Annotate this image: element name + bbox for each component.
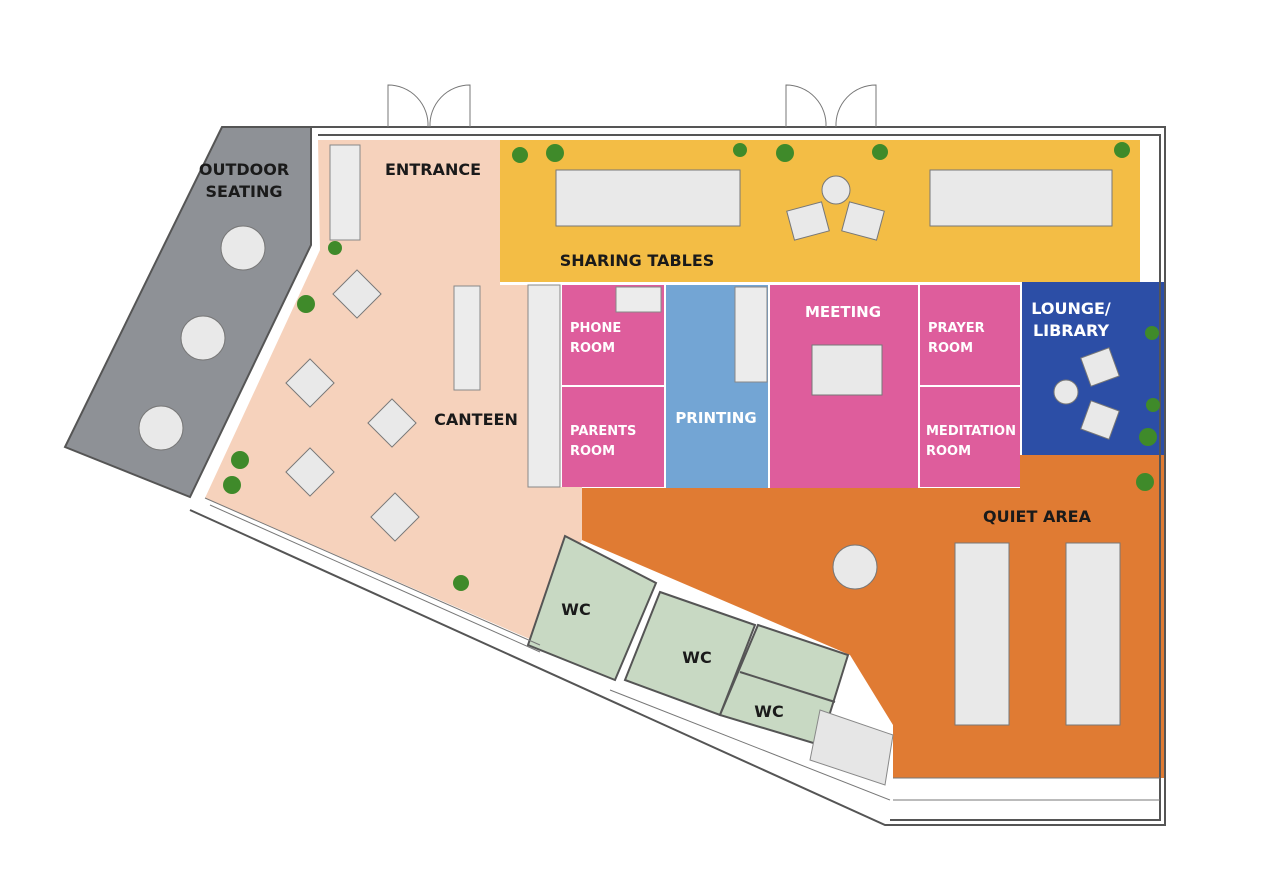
lounge-library-label-line2: LIBRARY [1033, 321, 1109, 340]
quiet-area-zone [582, 455, 1165, 778]
outdoor-seating-label-line2: SEATING [206, 182, 283, 201]
phone-room-label-line2: ROOM [570, 341, 615, 356]
outdoor-seating-zone [63, 126, 312, 499]
quiet-area-label: QUIET AREA [983, 507, 1092, 526]
prayer-room-zone [920, 285, 1020, 385]
parents-room-label-line1: PARENTS [570, 424, 636, 439]
printing-label: PRINTING [675, 409, 756, 427]
phone-room-label-line1: PHONE [570, 321, 621, 336]
canteen-zone [205, 140, 582, 640]
canteen-label: CANTEEN [434, 410, 518, 429]
sharing-tables-label: SHARING TABLES [560, 251, 715, 270]
prayer-room-label-line2: ROOM [928, 341, 973, 356]
meditation-room-label-line2: ROOM [926, 444, 971, 459]
canteen-furniture [138, 225, 420, 542]
meeting-label: MEETING [805, 303, 881, 321]
quiet-area-furniture [832, 542, 1121, 726]
sharing-tables-furniture [555, 169, 1113, 241]
wc-label-1: WC [561, 600, 590, 619]
parents-room-label-line2: ROOM [570, 444, 615, 459]
prayer-room-label-line1: PRAYER [928, 321, 985, 336]
meditation-room-label-line1: MEDITATION [926, 424, 1016, 439]
wc-zone-1 [526, 534, 658, 682]
entrance-label: ENTRANCE [385, 160, 481, 179]
lounge-library-label-line1: LOUNGE/ [1031, 299, 1111, 318]
outdoor-seating-label-line1: OUTDOOR [199, 160, 289, 179]
wc-label-3: WC [754, 702, 783, 721]
plants [223, 142, 1160, 591]
meditation-room-zone [920, 387, 1020, 487]
wc-label-2: WC [682, 648, 711, 667]
parents-room-zone [562, 387, 664, 487]
